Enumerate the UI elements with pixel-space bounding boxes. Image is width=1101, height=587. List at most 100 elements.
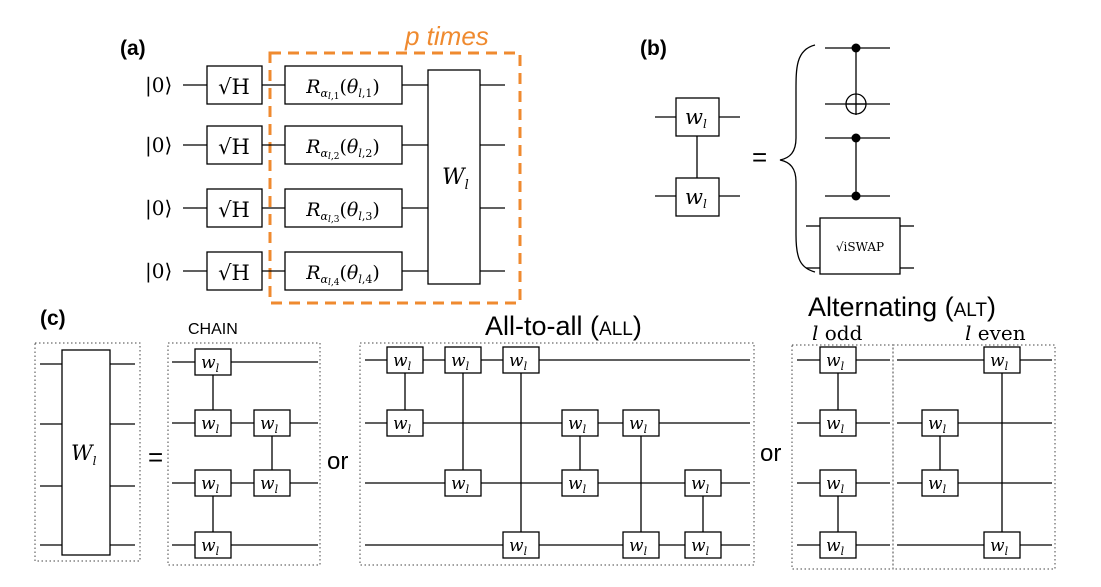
chain-circuit: wl wl wl wl wl wl [172, 348, 318, 559]
gate-label: wl [629, 536, 648, 558]
gate-label: wl [509, 351, 528, 373]
gate-label: wl [826, 474, 845, 496]
gate-label: wl [260, 414, 279, 436]
gate-label: wl [201, 536, 220, 558]
two-qubit-gate-top [675, 97, 720, 137]
equals-sign: = [752, 142, 767, 172]
chain-frame [167, 342, 321, 566]
two-qubit-gate [253, 409, 291, 437]
two-qubit-gate [444, 469, 482, 497]
alt-even-label: l even [965, 321, 1026, 345]
control-dot [851, 191, 861, 201]
two-qubit-gate [253, 469, 291, 497]
all-title: All-to-all (ALL) [485, 311, 642, 341]
rotation-label: Rαl,4(θl,4) [305, 262, 380, 288]
gate-label: wl [201, 353, 220, 375]
cnot-gate [825, 43, 890, 115]
iswap-label: √iSWAP [836, 240, 884, 254]
sqrt-h-label: √H [218, 261, 250, 285]
two-qubit-gate-bottom [675, 177, 720, 217]
sqrt-h-gate [206, 65, 263, 105]
rotation-gate [284, 251, 403, 291]
cz-gate [825, 133, 890, 201]
two-qubit-gate [502, 531, 540, 559]
sqrt-h-label: √H [218, 198, 250, 222]
entangler-label: Wl [71, 441, 97, 468]
gate-label: wl [990, 536, 1009, 558]
rotation-label: Rαl,1(θl,1) [305, 76, 380, 102]
control-dot [851, 133, 861, 143]
panel-c: (c) Wl = CHAIN wl wl wl wl wl wl or All-to-al… [34, 292, 1056, 570]
entangler-block [427, 69, 481, 285]
two-qubit-gate [194, 348, 232, 376]
two-qubit-gate [386, 346, 424, 374]
or-label: or [760, 440, 781, 467]
equals-sign: = [148, 442, 163, 472]
gate-label: wl [826, 351, 845, 373]
two-qubit-gate [561, 469, 599, 497]
loop-label: p times [404, 21, 489, 51]
qubit-row-4: |0⟩ √H Rαl,4(θl,4) [145, 251, 505, 291]
gate-label: wl [826, 414, 845, 436]
two-qubit-gate [502, 346, 540, 374]
qubit-row-2: |0⟩ √H Rαl,2(θl,2) [145, 125, 505, 165]
gate-label: wl [990, 351, 1009, 373]
rotation-gate [284, 188, 403, 228]
qubit-row-3: |0⟩ √H Rαl,3(θl,3) [145, 188, 505, 228]
sqrt-iswap-gate: √iSWAP [806, 217, 914, 275]
two-qubit-gate [622, 409, 660, 437]
gate-label: wl [685, 185, 707, 211]
rotation-label: Rαl,3(θl,3) [305, 199, 380, 225]
rotation-label: Rαl,2(θl,2) [305, 136, 380, 162]
entangler-frame [34, 342, 141, 562]
panel-b-label: (b) [640, 37, 667, 60]
gate-label: wl [928, 414, 947, 436]
qubit-ket: |0⟩ [145, 196, 172, 221]
panel-a: (a) p times |0⟩ √H Rαl,1(θl,1) |0⟩ √H Rα… [120, 21, 522, 305]
qubit-ket: |0⟩ [145, 133, 172, 158]
two-qubit-gate [622, 531, 660, 559]
all-to-all-frame [359, 342, 755, 566]
gate-label: wl [685, 105, 707, 131]
panel-c-label: (c) [40, 307, 66, 330]
two-qubit-gate [921, 409, 959, 437]
two-qubit-gate [819, 531, 857, 559]
sqrt-h-gate [206, 188, 263, 228]
rotation-gate [284, 125, 403, 165]
sqrt-h-gate [206, 251, 263, 291]
panel-a-label: (a) [120, 37, 146, 60]
two-qubit-gate [194, 409, 232, 437]
sqrt-h-gate [206, 125, 263, 165]
chain-title: CHAIN [188, 321, 238, 338]
control-dot [851, 43, 861, 53]
two-qubit-gate [684, 469, 722, 497]
gate-label: wl [393, 351, 412, 373]
sqrt-h-label: √H [218, 135, 250, 159]
two-qubit-gate [561, 409, 599, 437]
gate-label: wl [509, 536, 528, 558]
gate-label: wl [928, 474, 947, 496]
panel-b: (b) wl wl = [640, 37, 914, 275]
gate-label: wl [451, 474, 470, 496]
two-qubit-gate [194, 469, 232, 497]
gate-label: wl [568, 414, 587, 436]
two-qubit-gate [921, 469, 959, 497]
variational-layer-frame [268, 51, 522, 305]
gate-label: wl [629, 414, 648, 436]
qubit-row-1: |0⟩ √H Rαl,1(θl,1) [145, 65, 505, 105]
alt-title: Alternating (ALT) [808, 292, 996, 322]
alt-even-circuit: wl wl wl wl [897, 346, 1052, 559]
two-qubit-gate [983, 346, 1021, 374]
two-qubit-gate [819, 346, 857, 374]
gate-label: wl [260, 474, 279, 496]
gate-label: wl [201, 474, 220, 496]
qubit-ket: |0⟩ [145, 259, 172, 284]
gate-label: wl [201, 414, 220, 436]
two-qubit-gate [819, 409, 857, 437]
gate-label: wl [451, 351, 470, 373]
two-qubit-gate [819, 469, 857, 497]
two-qubit-gate [386, 409, 424, 437]
gate-label: wl [691, 474, 710, 496]
